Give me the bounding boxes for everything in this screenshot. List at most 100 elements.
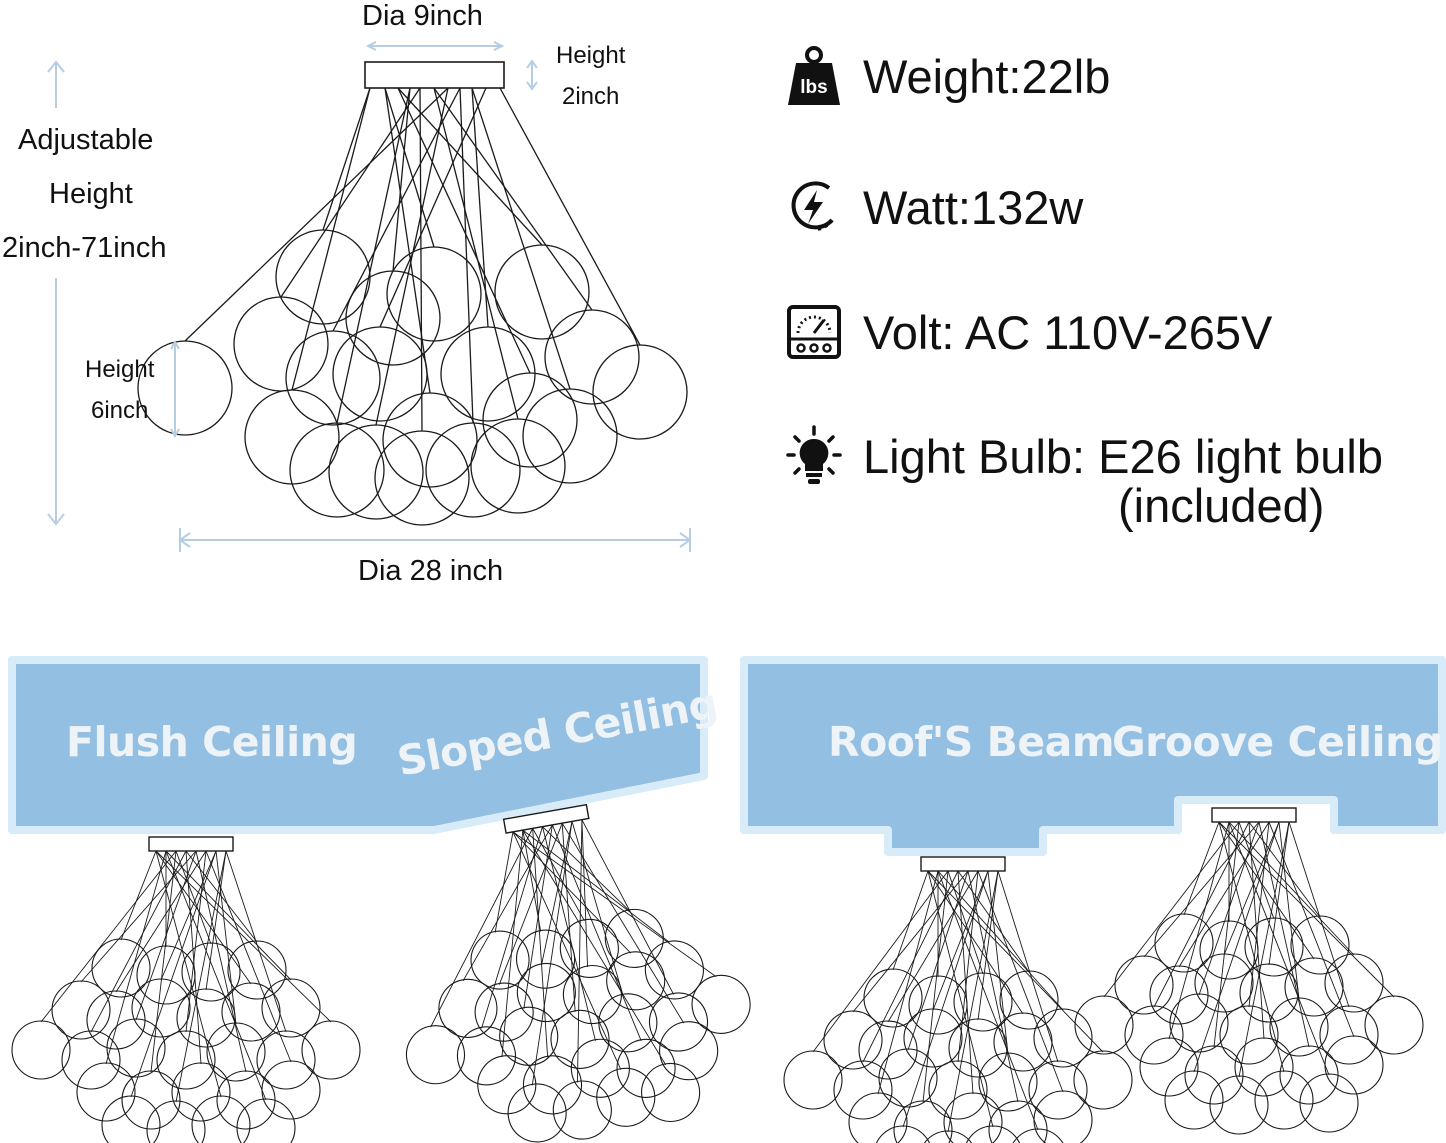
small-wire xyxy=(1218,821,1315,960)
small-wire xyxy=(1143,821,1260,958)
small-wire xyxy=(581,819,589,967)
small-wire xyxy=(150,850,177,1073)
small-globe xyxy=(507,1083,567,1143)
small-globe xyxy=(438,978,498,1038)
flush-ceiling-chandelier xyxy=(11,836,361,1143)
small-globe xyxy=(948,1018,1008,1078)
small-wire xyxy=(892,870,929,971)
small-globe xyxy=(181,942,241,1002)
small-wire xyxy=(1248,821,1265,1040)
bottom-diameter-label: Dia 28 inch xyxy=(358,555,504,587)
small-canopy xyxy=(502,803,590,834)
small-globe xyxy=(516,929,576,989)
small-wire xyxy=(1288,821,1350,1008)
small-wire xyxy=(862,870,959,1063)
small-wire xyxy=(80,850,197,983)
small-canopy xyxy=(148,836,234,852)
small-globe xyxy=(91,938,151,998)
small-globe xyxy=(256,1030,316,1090)
small-globe xyxy=(1169,993,1229,1053)
globe xyxy=(494,244,590,340)
small-wire xyxy=(1268,821,1290,966)
small-wire xyxy=(40,850,177,1023)
small-globe xyxy=(943,1092,1003,1143)
small-globe xyxy=(552,1080,612,1140)
small-globe xyxy=(1033,1008,1093,1068)
small-wire xyxy=(852,870,969,1013)
chandelier-wire xyxy=(379,87,487,328)
small-globe xyxy=(562,964,622,1025)
small-globe xyxy=(908,975,968,1035)
small-globe xyxy=(1114,955,1174,1015)
small-globe xyxy=(1154,913,1214,973)
top-diameter-arrow-left xyxy=(365,41,377,51)
spec-bulb-text: Light Bulb: E26 light bulb xyxy=(863,429,1383,483)
flush-ceiling-label: Flush Ceiling xyxy=(66,718,358,766)
small-globe xyxy=(648,992,709,1052)
small-wire xyxy=(1218,821,1285,1073)
small-globe xyxy=(641,1062,701,1122)
small-globe xyxy=(76,1062,136,1122)
weight-icon: lbs xyxy=(785,44,843,108)
small-globe xyxy=(470,930,530,990)
small-wire xyxy=(922,870,949,1103)
chandelier-wire xyxy=(471,87,489,328)
small-wire xyxy=(498,823,563,985)
voltmeter-icon xyxy=(785,300,843,364)
small-wire xyxy=(155,850,222,1098)
small-wire xyxy=(205,850,292,1063)
small-wire xyxy=(571,821,624,996)
small-globe xyxy=(146,1100,206,1143)
lightning-icon xyxy=(785,175,843,239)
small-wire xyxy=(1168,821,1230,1040)
small-wire xyxy=(1218,821,1395,998)
small-wire xyxy=(1178,821,1270,968)
chandelier-wire xyxy=(499,87,641,346)
globe xyxy=(374,430,470,526)
small-globe xyxy=(598,993,658,1053)
small-canopy xyxy=(1211,807,1297,823)
small-wire xyxy=(997,870,1059,1063)
small-wire xyxy=(1103,821,1240,998)
small-globe xyxy=(644,940,704,1000)
small-wire xyxy=(205,850,227,991)
top-diameter-arrow-right xyxy=(493,41,505,51)
groove-ceiling-chandelier xyxy=(1074,807,1424,1135)
small-wire xyxy=(120,850,157,941)
globe xyxy=(345,270,441,366)
small-globe xyxy=(1269,997,1329,1057)
small-globe xyxy=(221,982,281,1042)
globe-height-value: 6inch xyxy=(91,397,149,424)
small-wire xyxy=(1183,821,1220,916)
small-globe xyxy=(131,978,191,1038)
small-globe xyxy=(1244,917,1304,977)
chandelier-wire xyxy=(433,87,519,420)
small-globe xyxy=(1194,953,1254,1013)
globe xyxy=(425,422,521,518)
small-globe xyxy=(659,1021,719,1081)
roofs-beam-label: Roof'S Beam xyxy=(828,718,1115,766)
small-wire xyxy=(1278,821,1300,1000)
small-wire xyxy=(937,870,1039,1131)
small-globe xyxy=(101,1095,161,1143)
small-wire xyxy=(512,831,632,954)
small-globe xyxy=(61,1030,121,1090)
small-globe xyxy=(121,1070,181,1130)
spec-weight: lbs Weight:22lb xyxy=(785,44,1110,108)
small-wire xyxy=(165,850,267,1101)
small-wire xyxy=(522,829,670,943)
spec-volt: Volt: AC 110V-265V xyxy=(785,300,1272,364)
small-globe xyxy=(823,1010,883,1070)
small-globe xyxy=(1364,995,1424,1055)
small-wire xyxy=(532,828,549,1058)
globe xyxy=(289,422,385,518)
small-wire xyxy=(957,870,974,1095)
small-wire xyxy=(927,870,1024,1015)
small-globe xyxy=(848,1092,908,1143)
small-wire xyxy=(932,870,989,1011)
small-globe xyxy=(261,978,321,1038)
small-globe xyxy=(1324,953,1384,1013)
roofs-beam-chandelier xyxy=(783,856,1133,1143)
small-wire xyxy=(1228,821,1330,1076)
